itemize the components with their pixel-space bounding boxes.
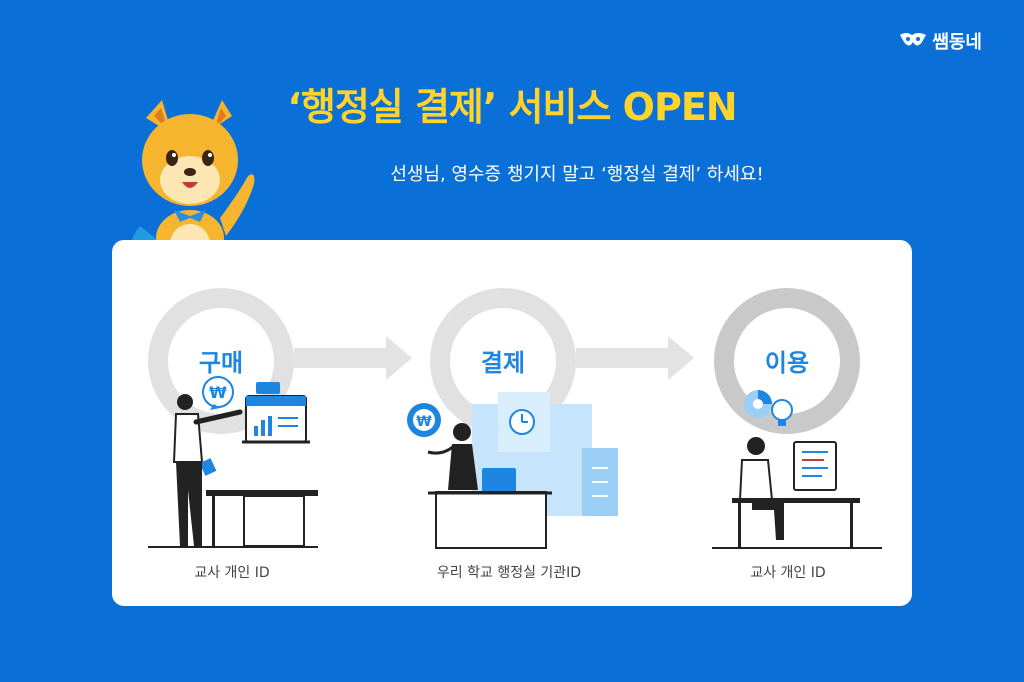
step-3-caption: 교사 개인 ID [750,565,826,581]
headline: ‘행정실 결제’ 서비스 OPEN [287,85,737,129]
payment-scene-illustration: ₩ [407,392,618,549]
svg-text:₩: ₩ [209,383,227,402]
subline: 선생님, 영수증 챙기지 말고 ‘행정실 결제’ 하세요! [390,164,764,185]
step-1-label: 구매 [198,349,244,377]
step-2-label: 결제 [480,349,526,377]
brand-logo-icon [900,33,927,46]
process-card: 구매 결제 이용 ₩ [112,240,912,606]
brand-logo[interactable]: 쌤동네 [898,28,982,54]
step-3-label: 이용 [764,349,810,377]
step-1-caption: 교사 개인 ID [194,565,270,581]
purchase-scene-illustration: ₩ [148,376,318,548]
usage-scene-illustration [712,390,882,549]
brand-name: 쌤동네 [932,32,982,53]
step-2-caption: 우리 학교 행정실 기관ID [436,565,582,581]
arrow-right-icon [576,336,694,380]
svg-text:₩: ₩ [416,414,432,430]
arrow-right-icon [294,336,412,380]
